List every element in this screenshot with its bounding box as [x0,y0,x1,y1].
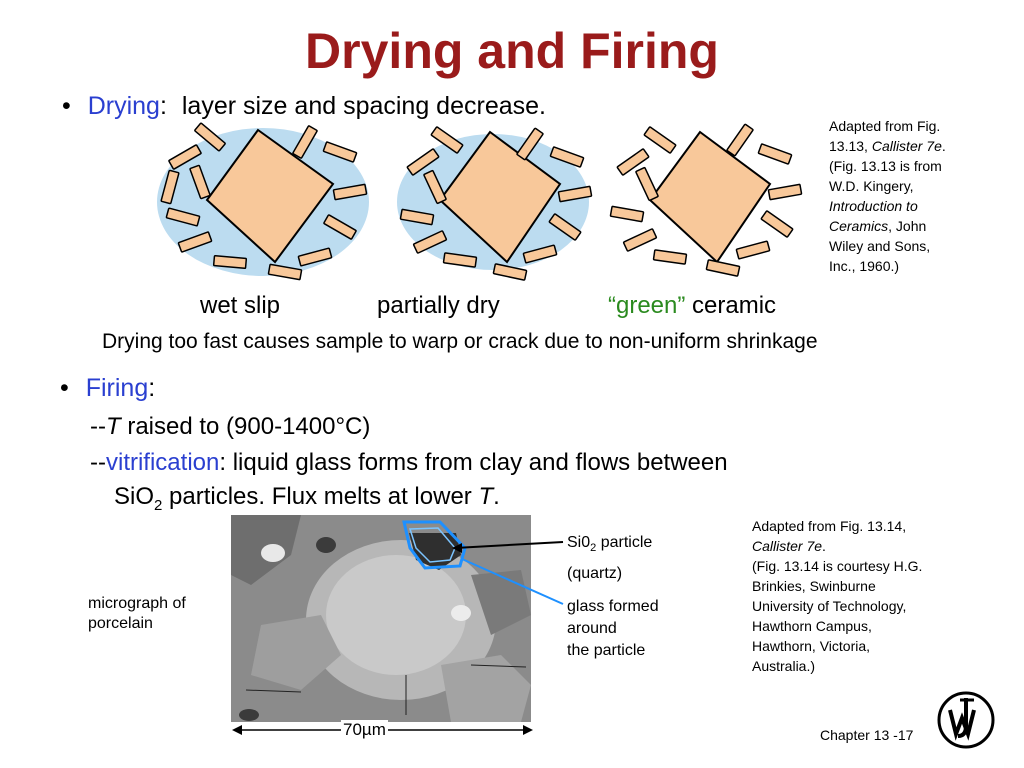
caption-line: Australia.) [752,658,816,674]
firing-temperature-line: --T raised to (900-1400°C) [90,413,371,440]
wiley-logo-icon [937,691,995,749]
drying-colon: : [159,92,167,120]
caption-line: W.D. Kingery, [829,178,914,194]
caption-line: (Fig. 13.14 is courtesy H.G. [752,558,923,574]
caption-line: Hawthorn, Victoria, [752,638,871,654]
caption-line: Inc., 1960.) [829,258,900,274]
firing-colon: : [148,374,156,402]
green-ceramic-diagram [609,123,803,277]
green-word: “green” [608,292,686,319]
drying-stages-diagram [157,122,803,281]
drying-description: layer size and spacing decrease. [181,92,546,120]
firing-vitrification-line: --vitrification: liquid glass forms from… [90,449,728,476]
caption-line: Introduction to [829,198,918,214]
caption-line: (Fig. 13.13 is from [829,158,942,174]
bullet-icon: • [62,92,71,120]
caption-line: Callister 7e. [752,538,826,554]
caption-line: Ceramics, John [829,218,927,234]
page-number: 17 [897,727,914,743]
glass-formed-label: glass formed around the particle [567,598,659,659]
drying-term: Drying [87,92,160,120]
porcelain-micrograph-image [231,515,531,722]
stage-label-green-ceramic: “green” ceramic [608,292,776,320]
firing-bullet-line: • Firing: [60,374,155,403]
partially-dry-diagram [397,125,593,281]
firing-term: Firing [85,374,149,402]
caption-line: Adapted from Fig. [829,118,941,134]
caption-line: 13.13, Callister 7e. [829,138,946,154]
caption-line: Wiley and Sons, [829,238,931,254]
bullet-icon: • [60,374,69,402]
drying-warning-note: Drying too fast causes sample to warp or… [102,330,818,353]
caption-line: Brinkies, Swinburne [752,578,876,594]
chapter-label: Chapter 13 - [820,727,898,743]
caption-line: Adapted from Fig. 13.14, [752,518,907,534]
caption-line: Hawthorn Campus, [752,618,872,634]
sio2-particle-label: Si02 particle (quartz) [567,534,653,583]
drying-bullet-line: • Drying: layer size and spacing decreas… [62,92,546,121]
stage-label-partially-dry: partially dry [377,292,500,319]
firing-sio2-line: SiO2 particles. Flux melts at lower T. [114,483,500,514]
micrograph-label: micrograph of porcelain [88,595,186,632]
stage-label-wet-slip: wet slip [200,292,281,319]
firing-source-caption: Adapted from Fig. 13.14, Callister 7e. (… [752,516,992,676]
vitrification-term: vitrification [105,449,220,476]
drying-source-caption: Adapted from Fig. 13.13, Callister 7e. (… [829,116,1009,276]
caption-line: University of Technology, [752,598,907,614]
ceramic-word: ceramic [692,292,777,319]
slide-title: Drying and Firing [305,23,719,79]
scale-label: 70µm [341,720,388,740]
chapter-page-footer: Chapter 13 -17 [820,727,913,743]
wet-slip-diagram [157,122,369,281]
